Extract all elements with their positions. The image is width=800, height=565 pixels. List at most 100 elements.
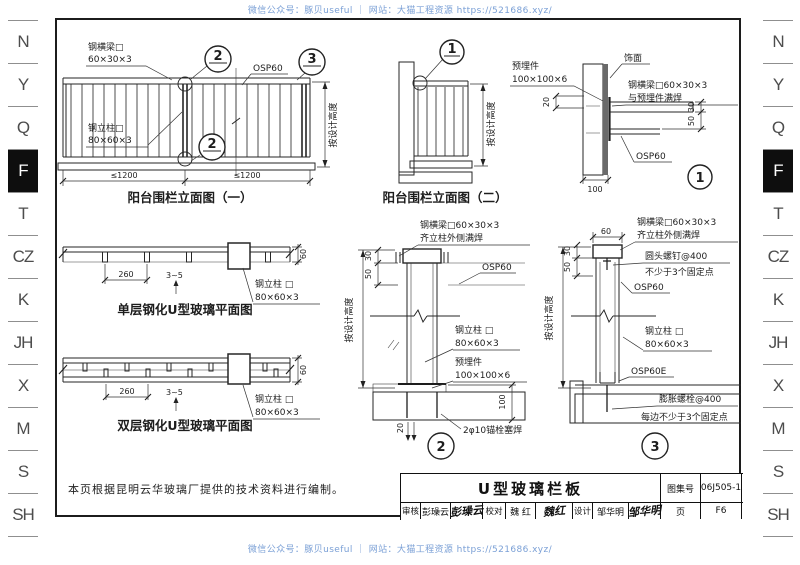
wall-section	[398, 61, 415, 176]
atlas-number-label: 图集号	[661, 474, 701, 502]
label-embed-size: 100×100×6	[455, 371, 510, 381]
label-embed: 预埋件	[512, 60, 539, 72]
watermark-bottom: 微信公众号：豚贝useful ｜ 网站：大猫工程资源 https://52168…	[247, 545, 553, 555]
callout-bubble-1	[439, 39, 465, 65]
dim-60: 60	[299, 249, 308, 259]
section-number: 3	[650, 440, 659, 455]
label-beam-weld: 齐立柱外侧满焊	[637, 229, 700, 241]
tab-f-active: F	[763, 149, 793, 192]
label-steel-post: 钢立柱□	[88, 122, 124, 134]
dim-design-height: 按设计高度	[343, 297, 355, 342]
label-steel-post: 钢立柱 □	[255, 393, 293, 405]
dim-260: 260	[119, 387, 134, 396]
label-osp60: OSP60	[482, 263, 512, 273]
watermark-top: 微信公众号：豚贝useful ｜ 网站：大猫工程资源 https://52168…	[247, 6, 553, 16]
label-anchor-bolt: 2φ10锚栓塞焊	[463, 424, 522, 436]
dim-50: 50	[364, 269, 373, 279]
tab-cz: CZ	[8, 235, 38, 278]
tab-t: T	[763, 192, 793, 235]
tab-k: K	[763, 278, 793, 321]
section-number: 2	[436, 440, 445, 455]
figure-plan-single: 60 260 3~5 钢立柱 □ 80×60×3 单层钢化U型玻璃平面图	[58, 242, 320, 317]
dim-30: 30	[364, 251, 373, 261]
figure-title: 单层钢化U型玻璃平面图	[117, 302, 252, 317]
label-screw: 圆头螺钉@400	[645, 251, 707, 262]
label-embed: 预埋件	[455, 356, 482, 368]
checker-signature: 魏红	[542, 504, 566, 519]
dim-260: 260	[118, 270, 133, 279]
label-steel-post-size: 80×60×3	[255, 408, 299, 418]
dim-50: 50	[563, 262, 572, 272]
designer-signature: 邹华明	[627, 503, 662, 520]
callout-number: 2	[207, 137, 216, 152]
index-tabs-right: N Y Q F T CZ K JH X M S SH	[763, 20, 793, 537]
title-block: U型玻璃栏板 图集号 06J505-1 审核 彭璪云 彭璪云 校对 魏 红 魏红…	[400, 473, 743, 520]
detail-mark-bottom	[177, 151, 193, 167]
slab-edge	[569, 380, 584, 424]
index-tabs-left: N Y Q F T CZ K JH X M S SH	[8, 20, 38, 537]
tab-y: Y	[763, 63, 793, 106]
figure-title: 双层钢化U型玻璃平面图	[116, 418, 252, 433]
label-steel-post-size: 80×60×3	[88, 136, 132, 146]
dim-design-height: 按设计高度	[543, 295, 555, 340]
detail-mark	[412, 75, 428, 91]
dim-50: 50	[687, 116, 696, 126]
detail-mark-top	[177, 76, 193, 92]
label-steel-post-size: 80×60×3	[455, 339, 499, 349]
label-steel-beam-size: 60×30×3	[88, 55, 132, 65]
label-finish: 饰面	[624, 52, 642, 64]
tab-n: N	[8, 20, 38, 63]
tab-s: S	[763, 450, 793, 493]
label-steel-post: 钢立柱 □	[255, 278, 293, 290]
callout-bubble-3	[298, 48, 326, 76]
tab-f-active: F	[8, 149, 38, 192]
dim-design-height: 按设计高度	[327, 102, 339, 147]
label-steel-post: 钢立柱 □	[645, 325, 683, 337]
callout-number: 3	[307, 52, 316, 67]
figure-detail-2: 按设计高度 30 50 钢横梁□60×30×3 齐立柱外侧满焊 OSP60	[343, 219, 530, 460]
label-steel-post-size: 80×60×3	[255, 293, 299, 303]
label-steel-post-size: 80×60×3	[645, 340, 689, 350]
label-osp60e: OSP60E	[631, 367, 667, 377]
tab-sh: SH	[8, 493, 38, 537]
design-label: 设计	[573, 503, 593, 519]
steel-post-section	[227, 242, 251, 270]
dim-bay2: ≤1200	[233, 171, 260, 180]
section-number: 1	[695, 171, 704, 186]
callout-number: 1	[447, 42, 456, 57]
page-label: 页	[661, 503, 701, 519]
atlas-number: 06J505-1	[701, 474, 742, 502]
beam-section	[592, 244, 623, 259]
figure-elevation-1: 2 2 3 钢横梁□ 60×30×3 钢立柱□ 80×60×3 OSP60 ≤1…	[57, 41, 339, 205]
railing-base-ledge	[57, 162, 316, 171]
callout-bubble-2-top	[204, 45, 232, 73]
label-beam-weld: 齐立柱外侧满焊	[420, 232, 483, 244]
dim-20: 20	[542, 97, 551, 107]
label-steel-post: 钢立柱 □	[455, 324, 493, 336]
page-number: F6	[701, 503, 742, 519]
tab-x: X	[8, 364, 38, 407]
dim-bay1: ≤1200	[110, 171, 137, 180]
checker-name: 魏 红	[506, 503, 536, 519]
wall-section	[582, 63, 604, 176]
beam-section	[402, 248, 442, 264]
label-beam: 钢横梁□60×30×3	[628, 79, 707, 91]
label-osp60: OSP60	[636, 152, 666, 162]
label-beam: 钢横梁□60×30×3	[637, 216, 716, 228]
figure-elevation-2: 1 按设计高度 阳台围栏立面图（二）	[382, 39, 508, 205]
floor-section	[398, 171, 473, 184]
dim-20: 20	[396, 423, 405, 433]
tab-jh: JH	[8, 321, 38, 364]
tab-t: T	[8, 192, 38, 235]
figure-title: 阳台围栏立面图（一）	[127, 190, 252, 205]
source-note: 本页根据昆明云华玻璃厂提供的技术资料进行编制。	[68, 483, 344, 496]
dim-100: 100	[587, 185, 602, 194]
tab-y: Y	[8, 63, 38, 106]
check-label: 校对	[483, 503, 506, 519]
label-osp60: OSP60	[253, 64, 283, 74]
dim-60: 60	[299, 365, 308, 375]
tab-m: M	[763, 407, 793, 450]
dim-30: 30	[563, 246, 572, 256]
tab-k: K	[8, 278, 38, 321]
